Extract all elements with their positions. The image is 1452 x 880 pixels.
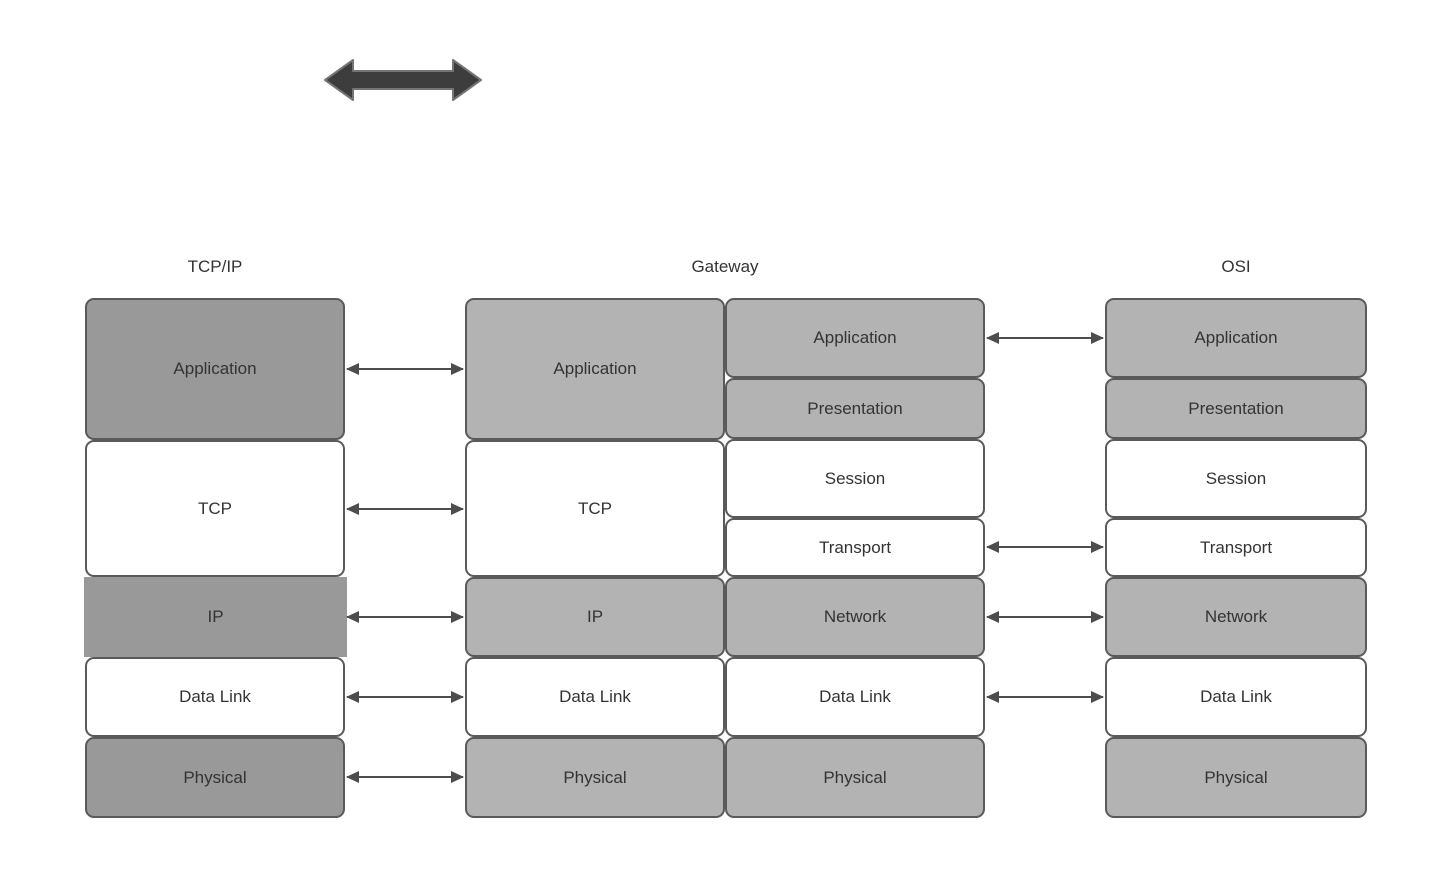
- gateway-right-layer-data-link: Data Link: [725, 657, 985, 737]
- gateway-right-layer-session: Session: [725, 439, 985, 518]
- gateway-right-layer-network: Network: [725, 577, 985, 657]
- osi-layer-session: Session: [1105, 439, 1367, 518]
- osi-layer-data-link: Data Link: [1105, 657, 1367, 737]
- gateway-left-layer-tcp: TCP: [465, 440, 725, 577]
- gateway-left-layer-data-link: Data Link: [465, 657, 725, 737]
- header-tcpip: TCP/IP: [187, 257, 243, 276]
- bidirectional-arrow-icon: [324, 59, 482, 101]
- tcpip-layer-tcp: TCP: [85, 440, 345, 577]
- arrow-tcpip-gateway-ip: [347, 616, 463, 618]
- osi-layer-network: Network: [1105, 577, 1367, 657]
- gateway-right-layer-physical: Physical: [725, 737, 985, 818]
- gateway-right-layer-presentation: Presentation: [725, 378, 985, 439]
- gateway-right-layer-transport: Transport: [725, 518, 985, 577]
- header-osi: OSI: [1221, 257, 1251, 276]
- gateway-left-layer-ip: IP: [465, 577, 725, 657]
- tcpip-layer-physical: Physical: [85, 737, 345, 818]
- header-gateway: Gateway: [691, 257, 759, 276]
- arrow-gateway-osi-application: [987, 337, 1103, 339]
- arrow-gateway-osi-network: [987, 616, 1103, 618]
- osi-layer-transport: Transport: [1105, 518, 1367, 577]
- osi-layer-presentation: Presentation: [1105, 378, 1367, 439]
- arrow-gateway-osi-data-link: [987, 696, 1103, 698]
- arrow-tcpip-gateway-tcp: [347, 508, 463, 510]
- tcpip-layer-data-link: Data Link: [85, 657, 345, 737]
- gateway-left-layer-physical: Physical: [465, 737, 725, 818]
- osi-layer-physical: Physical: [1105, 737, 1367, 818]
- gateway-left-layer-application: Application: [465, 298, 725, 440]
- tcpip-layer-application: Application: [85, 298, 345, 440]
- arrow-tcpip-gateway-physical: [347, 776, 463, 778]
- tcpip-layer-ip: IP: [84, 577, 347, 657]
- arrow-tcpip-gateway-application: [347, 368, 463, 370]
- arrow-gateway-osi-transport: [987, 546, 1103, 548]
- gateway-right-layer-application: Application: [725, 298, 985, 378]
- osi-layer-application: Application: [1105, 298, 1367, 378]
- arrow-tcpip-gateway-data-link: [347, 696, 463, 698]
